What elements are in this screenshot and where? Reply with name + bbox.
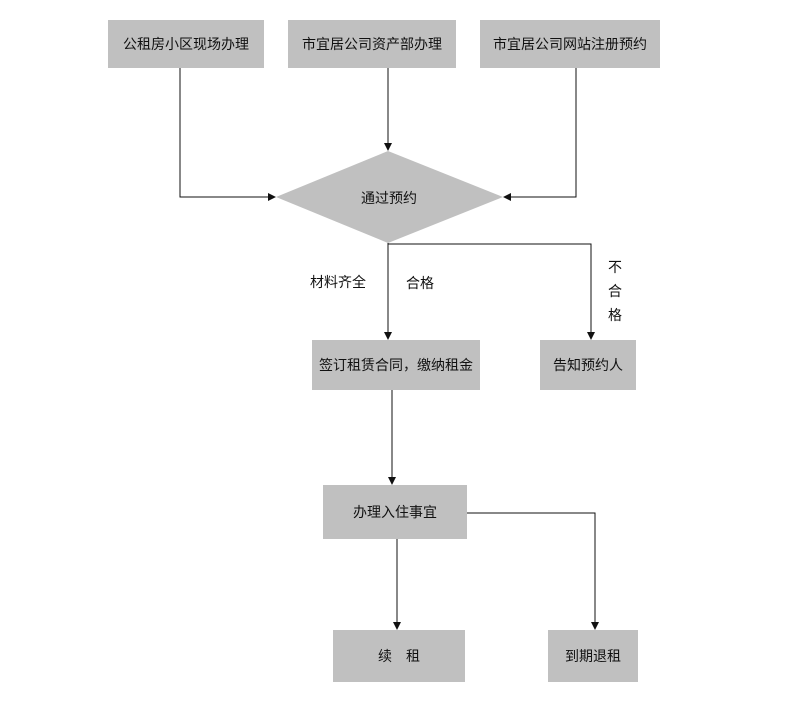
node-sign-contract: 签订租赁合同，缴纳租金 [312, 340, 480, 390]
node-expire: 到期退租 [548, 630, 638, 682]
node-sign-contract-label: 签订租赁合同，缴纳租金 [319, 358, 473, 374]
edge-label-materials-complete: 材料齐全 [310, 275, 366, 291]
node-move-in-label: 办理入住事宜 [353, 505, 437, 521]
connector-move-in-to-expire [466, 512, 599, 630]
node-onsite-label: 公租房小区现场办理 [123, 37, 249, 53]
node-renew: 续 租 [333, 630, 465, 682]
node-notify-label: 告知预约人 [553, 358, 623, 374]
node-website-label: 市宜居公司网站注册预约 [493, 37, 647, 53]
edge-label-qualified: 合格 [406, 276, 434, 292]
node-expire-label: 到期退租 [565, 649, 621, 665]
connector-reservation-to-notify [388, 243, 595, 340]
edge-label-not-qualified: 不 合 格 [608, 256, 622, 328]
connector-onsite-to-reservation [179, 68, 276, 201]
node-notify: 告知预约人 [540, 340, 636, 390]
edge-label-not-qualified-char-1: 不 [608, 260, 622, 276]
node-asset-dept: 市宜居公司资产部办理 [288, 20, 456, 68]
node-asset-dept-label: 市宜居公司资产部办理 [302, 37, 442, 53]
node-reservation-label: 通过预约 [361, 191, 417, 207]
edge-label-not-qualified-char-3: 格 [608, 308, 622, 324]
node-renew-label: 续 租 [378, 649, 420, 665]
node-onsite: 公租房小区现场办理 [108, 20, 264, 68]
edge-label-not-qualified-char-2: 合 [608, 284, 622, 300]
reservation-diamond [276, 151, 503, 243]
node-website: 市宜居公司网站注册预约 [480, 20, 660, 68]
connector-website-to-reservation [503, 68, 577, 201]
node-move-in: 办理入住事宜 [323, 485, 467, 539]
